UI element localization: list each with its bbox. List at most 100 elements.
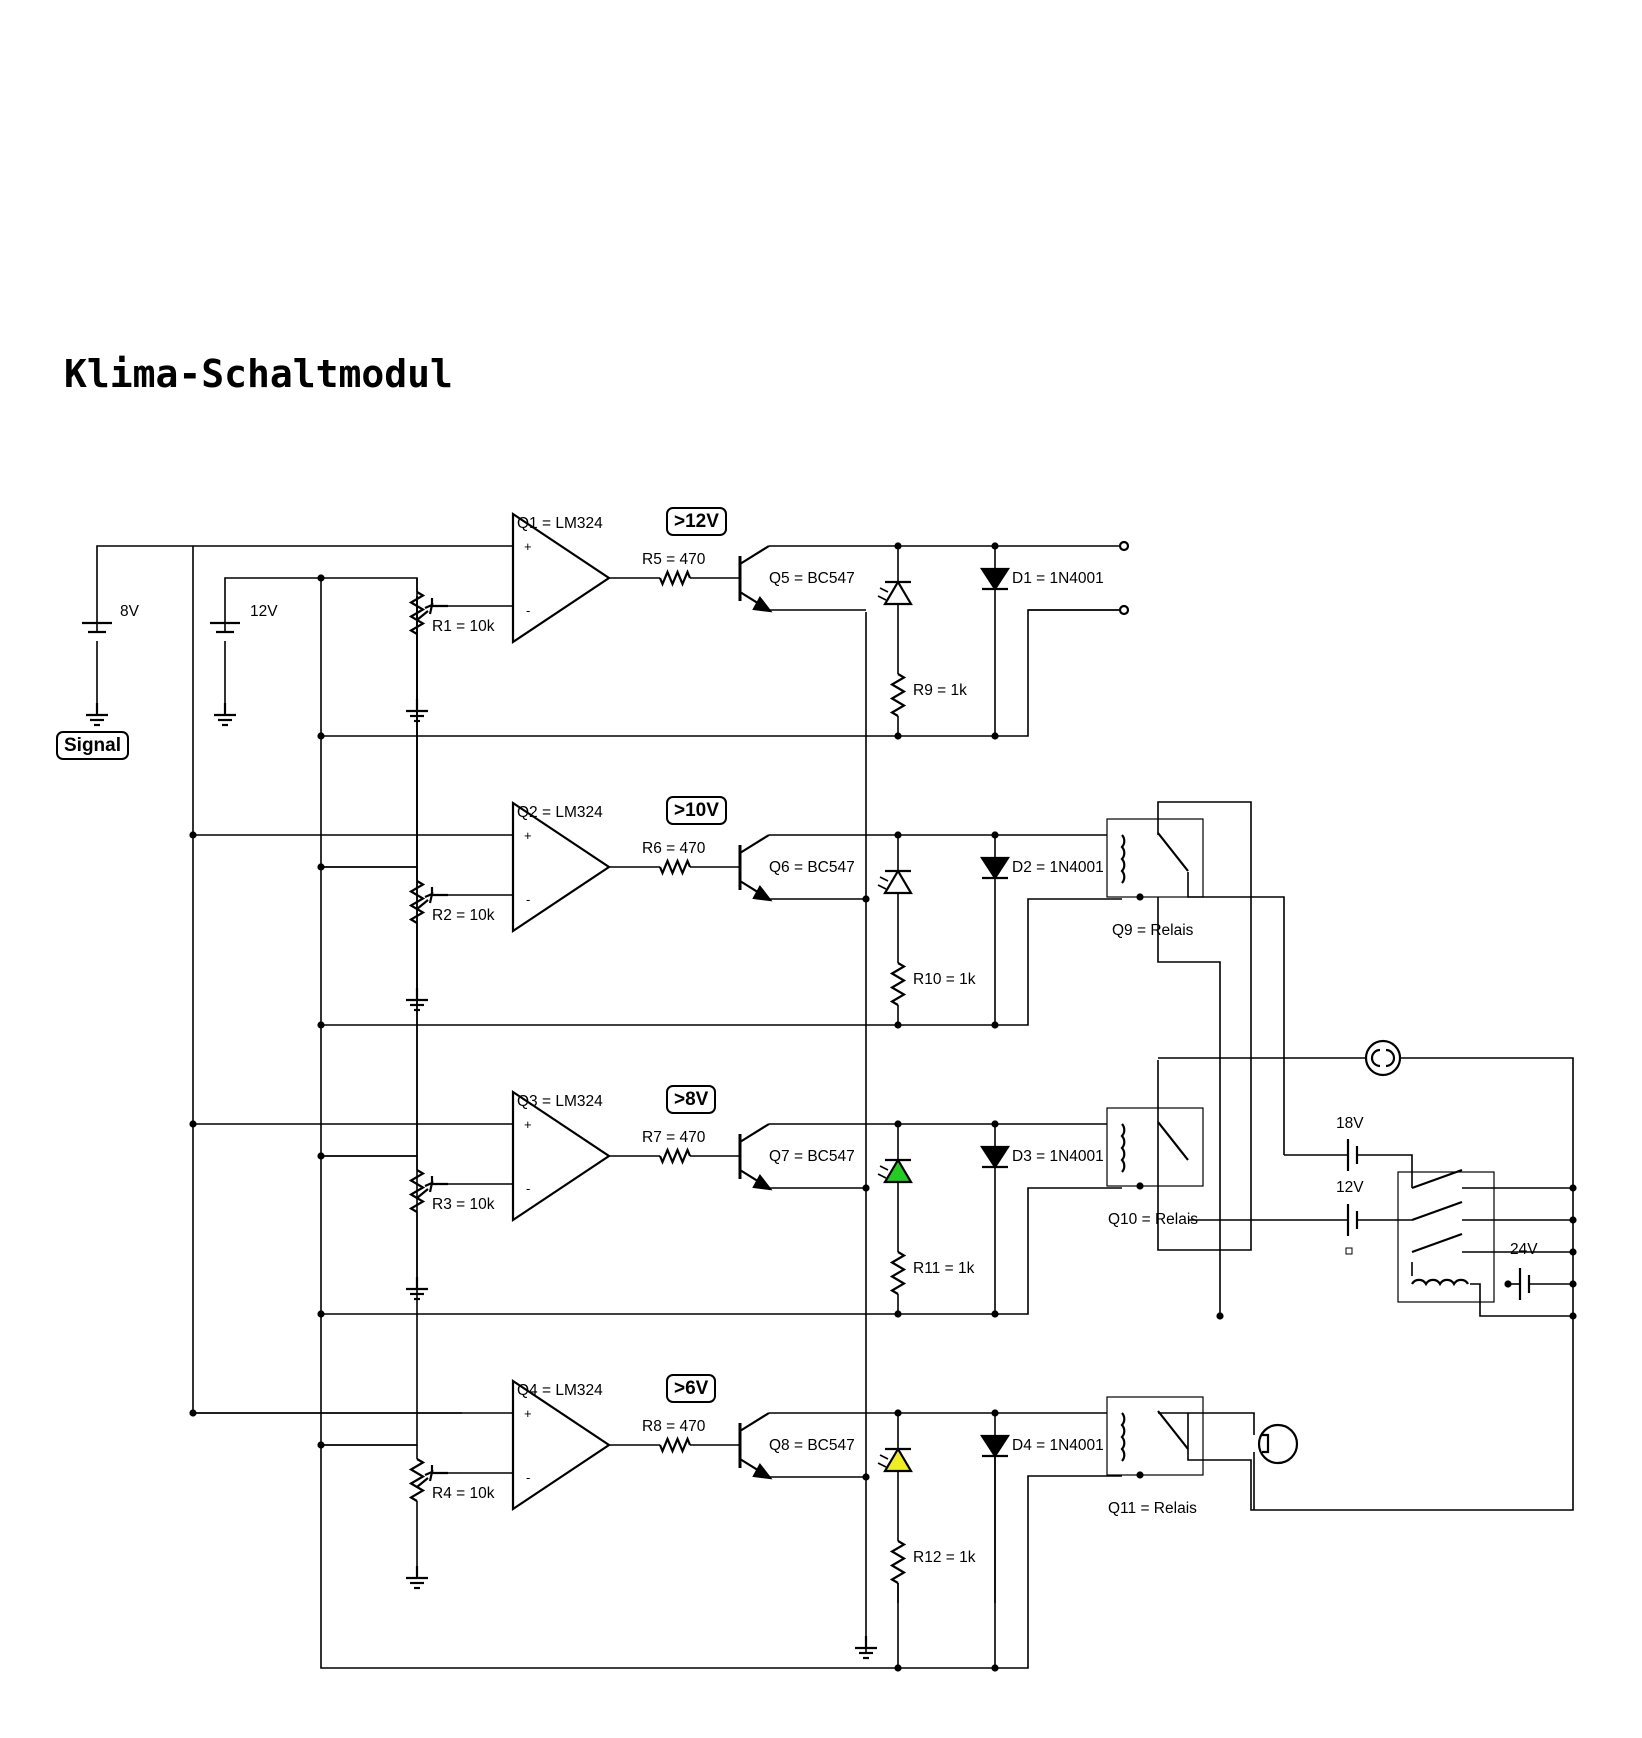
transistor-collector (739, 1123, 770, 1143)
relay-label: Q11 = Relais (1108, 1500, 1197, 1517)
transistor-arrow-icon (752, 884, 773, 902)
diode-label: D3 = 1N4001 (1012, 1148, 1104, 1165)
pot-ground-icon (406, 988, 428, 1012)
wire (321, 577, 418, 596)
components (82, 511, 1531, 1660)
base-resistor-label: R6 = 470 (642, 840, 706, 857)
transistor-arrow-icon (752, 1173, 773, 1191)
relay-2-icon (1106, 1107, 1204, 1190)
led-resistor-label: R11 = 1k (913, 1260, 975, 1277)
threshold-tag: >12V (666, 507, 727, 536)
signal-ground-icon (86, 703, 108, 727)
wire (1357, 1154, 1413, 1188)
diode-icon (979, 1434, 1011, 1459)
junction-dot (317, 732, 325, 740)
opamp-minus: - (526, 1470, 531, 1485)
junction-dot (894, 1120, 902, 1128)
led-icon (883, 1446, 913, 1473)
battery-icon (82, 621, 112, 634)
relay-label: Q9 = Relais (1112, 922, 1194, 939)
led-light-icon (877, 1165, 889, 1179)
junction-dot (317, 1441, 325, 1449)
wire (321, 596, 418, 1157)
relay-coil-icon (1411, 1278, 1469, 1287)
transistor-label: Q7 = BC547 (769, 1148, 855, 1165)
opamp-icon (511, 1089, 611, 1223)
threshold-tag: >8V (666, 1085, 717, 1114)
transistor-arrow-icon (752, 595, 773, 613)
junction-dot (991, 542, 999, 550)
junction-dot (991, 1021, 999, 1029)
junction-dot (317, 863, 325, 871)
transistor-collector (739, 1412, 770, 1432)
signal-voltage-label: 8V (120, 603, 139, 620)
changeover-switch (1411, 1232, 1463, 1254)
terminal-icon (1118, 540, 1130, 552)
junction-dot (1569, 1216, 1577, 1224)
diode-label: D1 = 1N4001 (1012, 570, 1104, 587)
battery-icon (1346, 1139, 1359, 1171)
relay-1-icon (1106, 818, 1204, 901)
wire (1158, 1057, 1574, 1511)
pot-arrow (416, 603, 434, 621)
junction-dot (894, 1021, 902, 1029)
battery-24v-label: 24V (1510, 1241, 1538, 1258)
pot-label: R1 = 10k (432, 618, 495, 635)
pot-ground-icon (406, 1277, 428, 1301)
battery-icon (1346, 1204, 1359, 1236)
relay-coil-icon (1120, 1412, 1126, 1462)
led-light-icon (877, 876, 889, 890)
wire (320, 578, 1122, 1669)
wire (321, 596, 418, 1446)
junction-dot (991, 1310, 999, 1318)
junction-dot (862, 1473, 870, 1481)
base-resistor-icon (658, 858, 692, 876)
relay-label: Q10 = Relais (1108, 1211, 1199, 1228)
threshold-tag: >6V (666, 1374, 717, 1403)
diode-label: D4 = 1N4001 (1012, 1437, 1104, 1454)
wire (1470, 1283, 1573, 1317)
base-resistor-icon (658, 569, 692, 587)
junction-dot (894, 831, 902, 839)
junction-dot (189, 1120, 197, 1128)
pot-ground-icon (406, 699, 428, 723)
pot-wiper (430, 887, 448, 897)
diode-icon (979, 1145, 1011, 1170)
stage-1-parts (408, 511, 1130, 717)
pot-label: R4 = 10k (432, 1485, 495, 1502)
junction-dot (189, 831, 197, 839)
junction-dots (189, 542, 1577, 1672)
led-icon (883, 579, 913, 606)
transistor-collector (739, 545, 770, 565)
opamp-minus: - (526, 892, 531, 907)
opamp-label: Q3 = LM324 (517, 1093, 603, 1110)
motor-symbol (1370, 1048, 1396, 1068)
opamp-plus: + (524, 1406, 532, 1421)
transistor-label: Q6 = BC547 (769, 859, 855, 876)
wire (321, 898, 1122, 1026)
wire (1157, 801, 1252, 1251)
relay-switch-blade (1157, 1121, 1189, 1161)
base-resistor-label: R7 = 470 (642, 1129, 706, 1146)
junction-dot (991, 732, 999, 740)
terminal-icon (1118, 604, 1130, 616)
pot-arrow (416, 892, 434, 910)
junction-dot (1504, 1280, 1512, 1288)
diode-icon (979, 856, 1011, 881)
reference-ground-icon (214, 703, 236, 727)
junction-dot (317, 1021, 325, 1029)
pot-wiper (430, 598, 448, 608)
changeover-switch (1411, 1168, 1463, 1190)
transistor-label: Q8 = BC547 (769, 1437, 855, 1454)
potentiometer-icon (408, 1458, 426, 1502)
junction-dot (991, 1120, 999, 1128)
junction-dot (991, 1409, 999, 1417)
open-terminal-icon (1345, 1247, 1353, 1255)
junction-dot (894, 1409, 902, 1417)
base-resistor-label: R5 = 470 (642, 551, 706, 568)
junction-dot (1569, 1248, 1577, 1256)
stage-4-parts (408, 1378, 1011, 1584)
junction-dot (1216, 1312, 1224, 1320)
led-resistor-icon (889, 673, 907, 717)
